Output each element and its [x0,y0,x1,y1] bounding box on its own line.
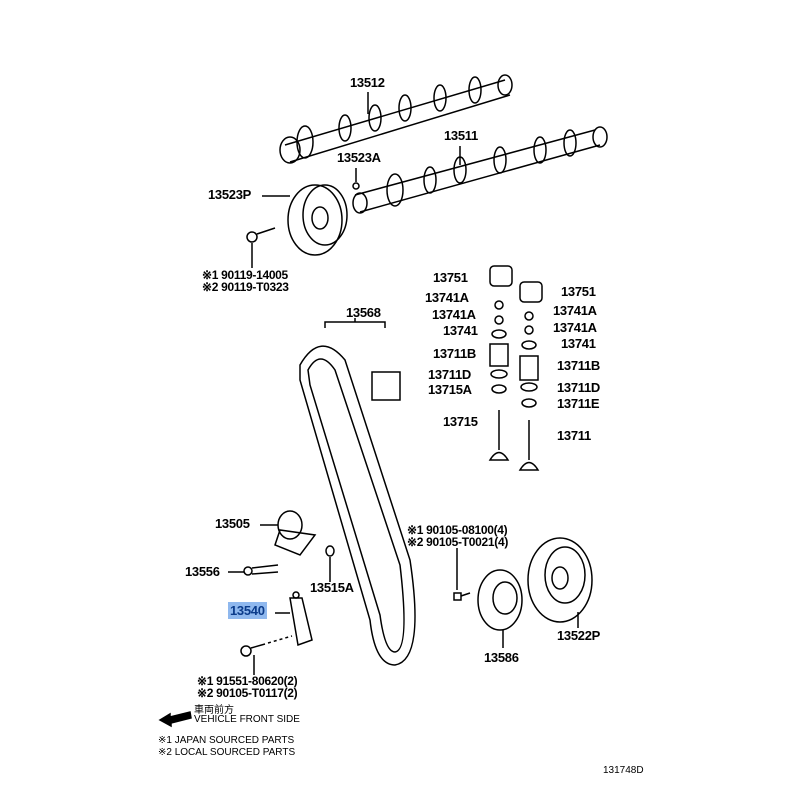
camshaft-13511 [352,126,608,214]
label-13515A: 13515A [310,580,354,595]
tensioner-13540 [289,591,313,647]
label-bolt-crank-2: ※2 90105-T0021(4) [407,535,509,549]
label-13586: 13586 [484,650,519,665]
label-bolt-crank-1: ※1 90105-08100(4) [407,523,508,537]
crank-timing-pulley-13522P [527,537,593,623]
label-13751-left: 13751 [433,270,468,285]
note-local-sourced: ※2 LOCAL SOURCED PARTS [158,747,296,758]
label-13741A-right-2: 13741A [553,320,597,335]
label-13556: 13556 [185,564,220,579]
label-bolt-cam-2: ※2 90119-T0323 [202,280,289,294]
label-13711B-left: 13711B [433,346,477,361]
label-13522P: 13522P [557,628,601,643]
label-13711D-left: 13711D [428,367,472,382]
label-13540-highlighted[interactable]: 13540 [228,602,267,619]
label-13711E: 13711E [557,396,600,411]
label-13511: 13511 [444,128,478,143]
idler-pulley [274,510,317,556]
label-13568: 13568 [346,305,381,320]
label-bolt-tensioner-1: ※1 91551-80620(2) [197,674,298,688]
note-japan-sourced: ※1 JAPAN SOURCED PARTS [158,735,295,746]
label-13711B-right: 13711B [557,358,601,373]
diagram-id: 131748D [603,765,644,776]
label-13523P: 13523P [208,187,252,202]
label-13505: 13505 [215,516,250,531]
crank-pulley-13586 [477,569,523,631]
label-13711D-right: 13711D [557,380,601,395]
label-13751-right: 13751 [561,284,596,299]
label-bolt-cam-1: ※1 90119-14005 [202,268,288,282]
label-13711: 13711 [557,428,591,443]
label-13512: 13512 [350,75,385,90]
label-13715: 13715 [443,414,478,429]
cam-pulley [287,184,348,256]
front-arrow-icon [158,711,192,728]
valve-assembly-right [518,281,543,471]
label-13523A: 13523A [337,150,381,165]
belt-section [371,371,401,401]
timing-belt [299,345,416,666]
label-13741A-right-1: 13741A [553,303,597,318]
camshaft-13512 [279,74,513,164]
vehicle-front-en: VEHICLE FRONT SIDE [194,714,300,725]
label-13715A: 13715A [428,382,472,397]
label-13741-right: 13741 [561,336,596,351]
label-13741A-left-1: 13741A [425,290,469,305]
label-13741-left: 13741 [443,323,478,338]
valve-assembly-left [488,265,513,461]
label-13741A-left-2: 13741A [432,307,476,322]
label-bolt-tensioner-2: ※2 90105-T0117(2) [197,686,298,700]
vehicle-front-jp: 車両前方 [194,705,234,716]
